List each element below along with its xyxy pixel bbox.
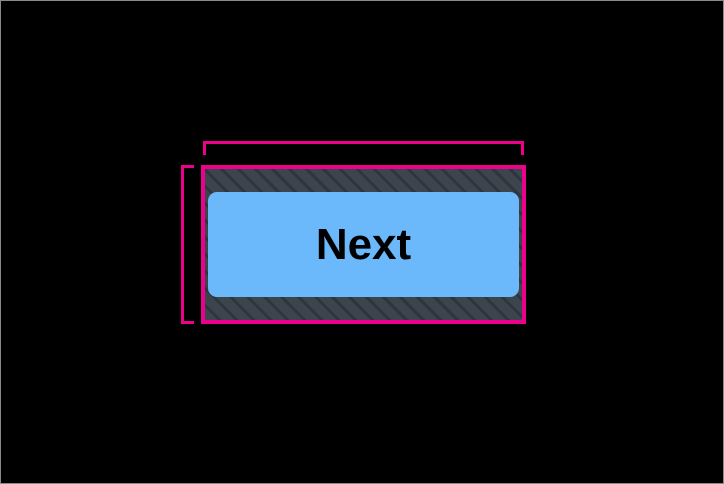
height-dimension-bracket [181, 165, 194, 324]
next-button-label: Next [315, 219, 412, 269]
element-bounds-highlight[interactable]: Next [201, 165, 526, 324]
width-dimension-bracket [203, 141, 524, 155]
next-button[interactable]: Next [208, 192, 519, 297]
width-dimension-value: 156 [332, 1, 394, 42]
height-dimension-label: 76 [8, 1, 50, 42]
